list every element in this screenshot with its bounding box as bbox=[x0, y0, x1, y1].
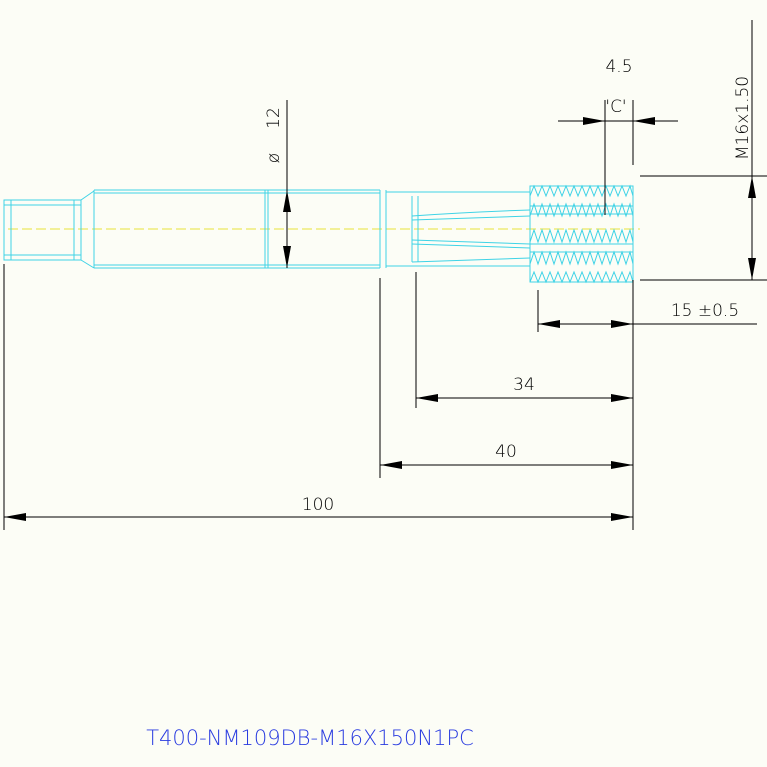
chamfer-length-label: 4.5 bbox=[605, 57, 632, 77]
dimension-34: 34 bbox=[415, 272, 633, 408]
fluted-neck bbox=[386, 191, 531, 267]
shank-diameter-symbol: ø bbox=[264, 153, 284, 163]
thread-tooth-row bbox=[529, 228, 634, 244]
square-drive bbox=[3, 190, 95, 269]
thread-section bbox=[529, 184, 634, 284]
dimension-100: 100 bbox=[3, 264, 633, 530]
length-34-label: 34 bbox=[513, 375, 535, 395]
shank bbox=[93, 189, 387, 269]
chamfer-c-label: 'C' bbox=[605, 97, 626, 117]
thread-spec-label: M16x1.50 bbox=[733, 76, 753, 160]
thread-tooth-row bbox=[529, 250, 634, 266]
thread-tooth-row bbox=[529, 184, 634, 198]
chamfer-dimension: 4.5 'C' bbox=[558, 57, 678, 215]
shank-diameter-dimension: ø 12 bbox=[264, 100, 291, 268]
thread-diameter-dimension: M16x1.50 bbox=[640, 20, 767, 281]
dimension-40: 40 bbox=[379, 278, 633, 478]
overall-length-label: 100 bbox=[302, 495, 334, 515]
thread-tooth-row bbox=[529, 202, 634, 218]
shank-diameter-label: 12 bbox=[264, 107, 284, 129]
thread-tooth-row bbox=[529, 270, 634, 284]
part-number: T400-NM109DB-M16X150N1PC bbox=[146, 726, 474, 750]
thread-length-dimension: 15 ±0.5 bbox=[537, 290, 757, 332]
thread-teeth bbox=[529, 184, 634, 284]
length-40-label: 40 bbox=[495, 442, 517, 462]
thread-length-label: 15 ±0.5 bbox=[671, 301, 739, 321]
